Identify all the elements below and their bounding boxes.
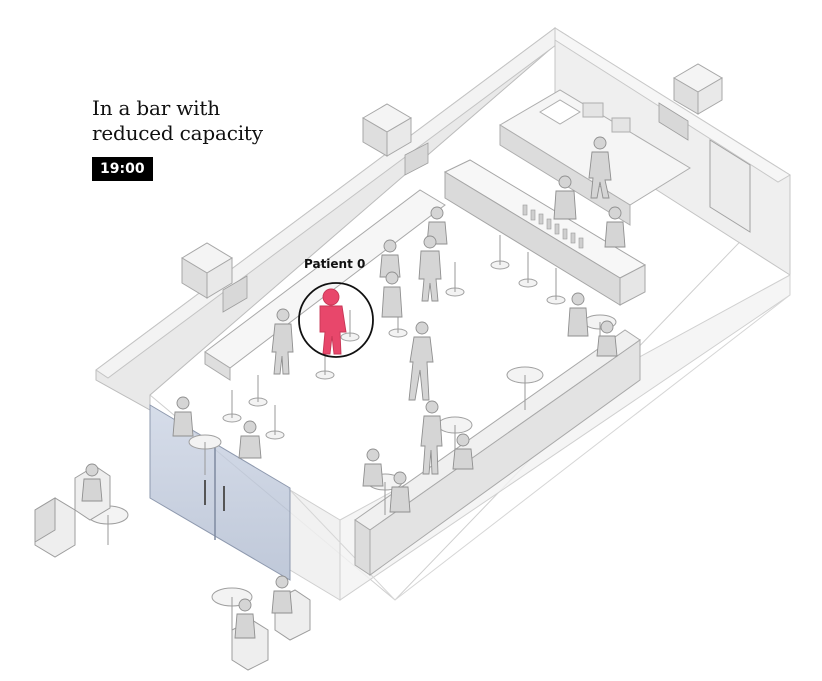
page-title: In a bar with reduced capacity (92, 96, 263, 146)
back-door (709, 139, 751, 233)
patrons (81, 136, 626, 639)
title-line-1: In a bar with (92, 96, 220, 120)
rooftop-ac-units (181, 63, 723, 299)
wall-shelf (204, 189, 446, 381)
title-line-2: reduced capacity (92, 121, 263, 145)
bottles (522, 204, 584, 249)
patient-zero-label: Patient 0 (304, 257, 366, 271)
booth-bench (354, 329, 641, 576)
time-badge: 19:00 (92, 157, 153, 181)
back-right-wall-top (554, 27, 791, 183)
bar-counter (443, 159, 647, 306)
patient-zero-ring (298, 282, 374, 358)
kitchen-counter (499, 89, 691, 226)
wall-vents (222, 102, 689, 313)
patient-zero-figure (319, 288, 347, 355)
glass-entrance (149, 404, 291, 581)
